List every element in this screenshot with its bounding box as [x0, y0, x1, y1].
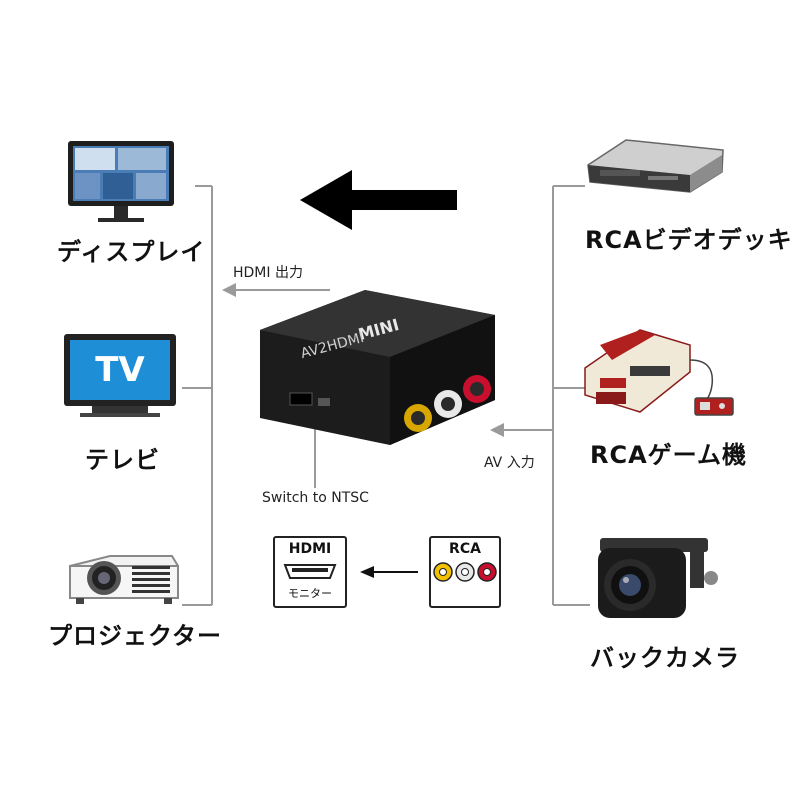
game-label: RCAゲーム機: [590, 441, 747, 469]
direction-arrow-icon: [300, 170, 457, 230]
hdmi-output-label: HDMI 出力: [233, 265, 303, 281]
vcr-label: RCAビデオデッキ: [585, 226, 793, 254]
display-label: ディスプレイ: [57, 238, 206, 266]
rca-legend-title: RCA: [449, 541, 481, 557]
tv-screen-text: TV: [95, 350, 145, 390]
switch-note: Switch to NTSC: [262, 490, 369, 506]
av-input-label: AV 入力: [484, 455, 535, 471]
tv-label: テレビ: [85, 446, 160, 474]
projector-label: プロジェクター: [48, 622, 223, 650]
camera-label: バックカメラ: [590, 644, 740, 672]
hdmi-legend-caption: モニター: [288, 587, 332, 600]
hdmi-legend-title: HDMI: [288, 541, 332, 557]
